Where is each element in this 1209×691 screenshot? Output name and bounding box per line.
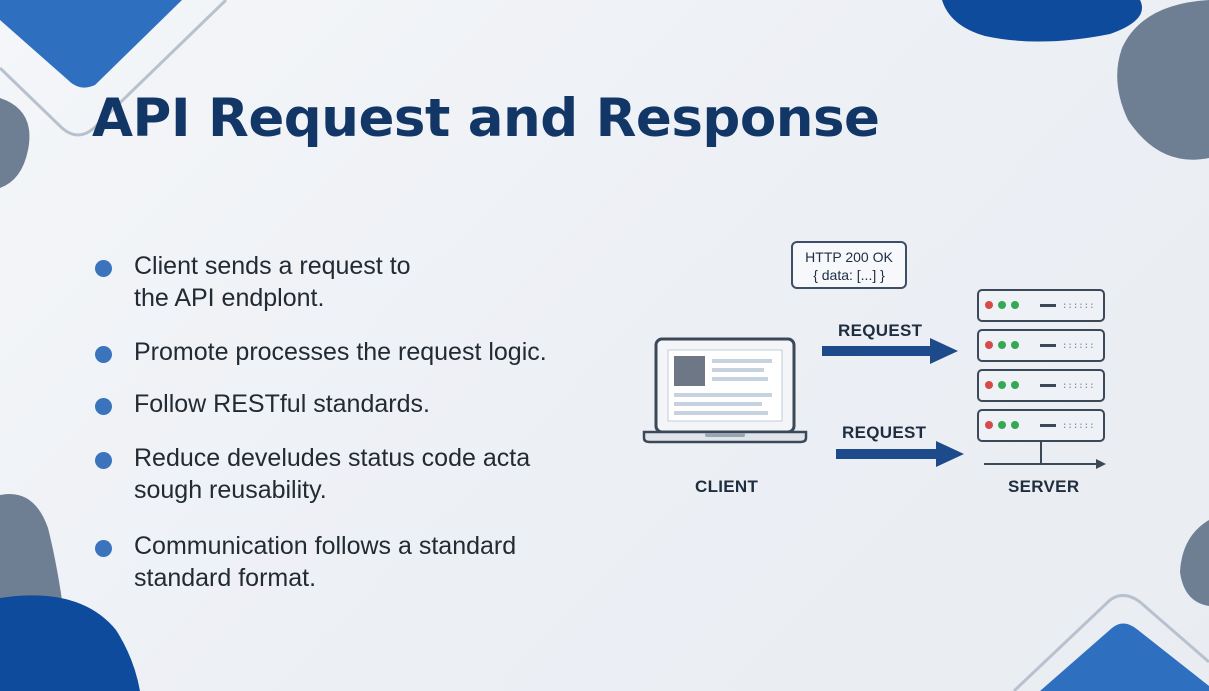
client-label: CLIENT [695, 477, 759, 496]
svg-text:::::::: :::::: [1062, 301, 1095, 311]
svg-text:::::::: :::::: [1062, 381, 1095, 391]
corner-blob-right [1180, 520, 1209, 606]
corner-line-top-left [0, 0, 228, 137]
bullet-dot-icon [95, 398, 112, 415]
svg-text:::::::: :::::: [1062, 421, 1095, 431]
corner-blob-bottom-left-gray [0, 493, 62, 612]
corner-shape-top-left [0, 0, 182, 88]
response-status: HTTP 200 OK [805, 249, 893, 265]
corner-blob-bottom-left-blue [0, 595, 140, 691]
server-unit: :::::: [977, 409, 1105, 442]
request-label-bottom: REQUEST [842, 423, 927, 442]
server-unit: :::::: [977, 289, 1105, 322]
bullet-text: Client sends a request to the API endplo… [134, 252, 411, 312]
request-arrow-bottom-icon [836, 441, 964, 467]
bullet-text: Reduce develudes status code acta sough … [134, 444, 531, 504]
corner-shape-top-right [942, 0, 1142, 42]
corner-blob-left [0, 98, 30, 188]
response-body: { data: [...] } [813, 267, 885, 283]
corner-line-bottom-right [1012, 594, 1209, 691]
bullet-dot-icon [95, 346, 112, 363]
bullet-dot-icon [95, 540, 112, 557]
page-title: API Request and Response [92, 88, 880, 149]
bullet-text: Communication follows a standard standar… [134, 532, 517, 592]
bullet-text: Promote processes the request logic. [134, 338, 547, 366]
response-box: HTTP 200 OK { data: [...] } [791, 241, 907, 289]
bullet-dot-icon [95, 260, 112, 277]
bullet-dot-icon [95, 452, 112, 469]
bullet-text: Follow RESTful standards. [134, 390, 430, 418]
svg-text:::::::: :::::: [1062, 341, 1095, 351]
corner-blob-top-right [1117, 0, 1209, 160]
corner-shape-bottom-right [1040, 623, 1209, 691]
server-unit: :::::: [977, 369, 1105, 402]
request-label-top: REQUEST [838, 321, 923, 340]
server-unit: :::::: [977, 329, 1105, 362]
laptop-icon [642, 337, 808, 444]
server-rack-icon: :::::: :::::: :::::: :::::: [977, 289, 1106, 469]
request-arrow-top-icon [822, 338, 958, 364]
server-label: SERVER [1008, 477, 1080, 496]
